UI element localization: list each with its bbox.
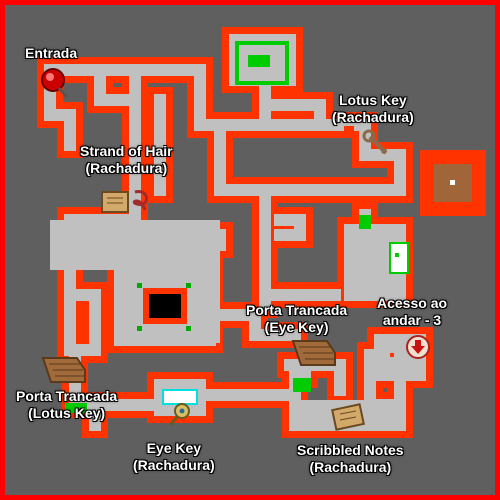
stairs-icon	[291, 340, 336, 366]
locked-door-eye-subtitle: (Eye Key)	[264, 319, 329, 335]
strand-of-hair-label: Strand of Hair (Rachadura)	[80, 143, 173, 177]
lotus-key-label: Lotus Key (Rachadura)	[332, 92, 414, 126]
locked-door-eye-title: Porta Trancada	[246, 302, 348, 318]
map-canvas	[37, 27, 486, 438]
eye-key-subtitle: (Rachadura)	[133, 457, 215, 473]
right-room-features	[359, 215, 409, 274]
scroll-and-hair-icon	[101, 190, 148, 213]
green-marker-lower	[293, 378, 311, 392]
lotus-door-marker	[65, 403, 87, 413]
top-room-green	[235, 41, 289, 85]
locked-door-eye-label: Porta Trancada (Eye Key)	[246, 302, 347, 336]
access-floor-subtitle: andar - 3	[382, 312, 442, 328]
green-marker	[248, 55, 270, 67]
entrance-label: Entrada	[25, 45, 77, 62]
isolated-room	[427, 157, 479, 209]
scribbled-notes-label: Scribbled Notes (Rachadura)	[297, 442, 404, 476]
stairs-icon	[41, 357, 86, 383]
locked-door-lotus-label: Porta Trancada (Lotus Key)	[16, 388, 117, 422]
access-floor-title: Acesso ao	[377, 295, 448, 311]
eye-key-door	[162, 389, 198, 405]
locked-door-lotus-subtitle: (Lotus Key)	[28, 405, 106, 421]
entrance-label-line1: Entrada	[25, 45, 78, 61]
scribbled-notes-title: Scribbled Notes	[297, 442, 404, 458]
lotus-key-title: Lotus Key	[339, 92, 407, 108]
lotus-key-spot	[344, 126, 354, 136]
strand-of-hair-title: Strand of Hair	[80, 143, 173, 159]
access-room	[390, 353, 394, 357]
eye-key-title: Eye Key	[146, 440, 202, 456]
notes-scroll-icon	[331, 403, 365, 431]
central-hole	[137, 283, 191, 331]
eye-key-icon	[168, 403, 190, 426]
access-floor-label: Acesso ao andar - 3	[377, 295, 447, 329]
left-hall-floor	[50, 220, 220, 270]
scribbled-notes-subtitle: (Rachadura)	[309, 459, 392, 475]
strand-of-hair-subtitle: (Rachadura)	[85, 160, 168, 176]
lotus-key-icon	[362, 129, 388, 155]
locked-door-lotus-title: Porta Trancada	[16, 388, 118, 404]
lotus-key-subtitle: (Rachadura)	[332, 109, 414, 125]
down-arrow-icon	[406, 335, 430, 359]
red-gem-icon	[41, 68, 69, 98]
eye-key-label: Eye Key (Rachadura)	[133, 440, 215, 474]
